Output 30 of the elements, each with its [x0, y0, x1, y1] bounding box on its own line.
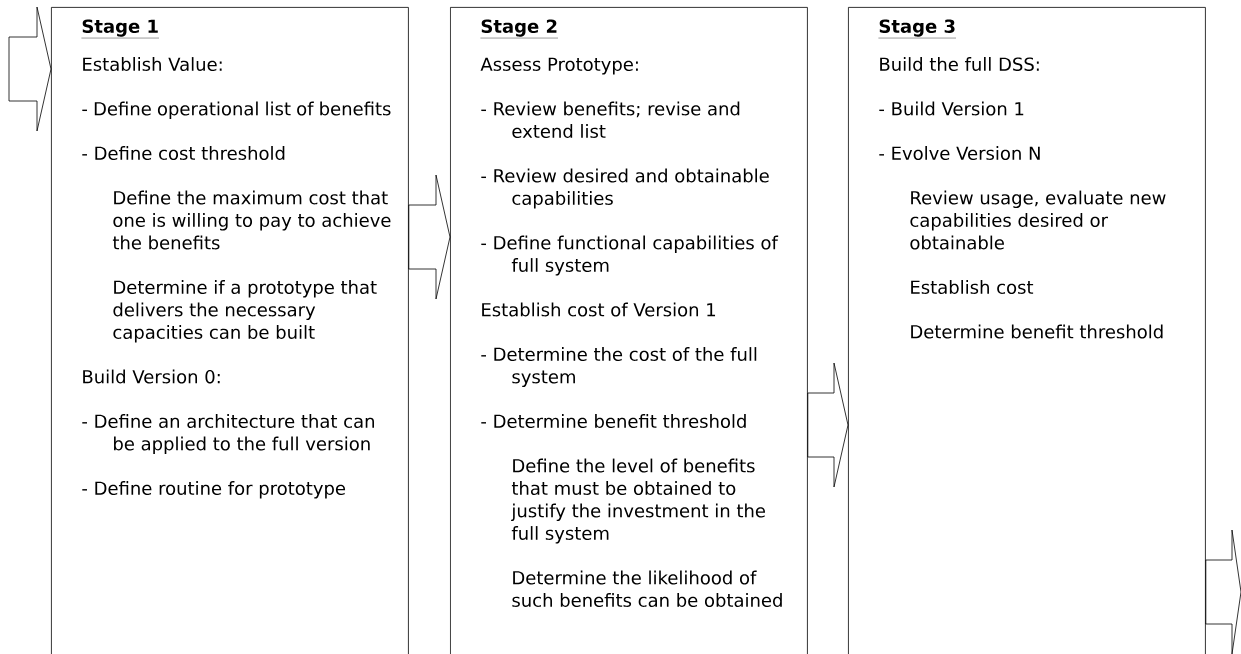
block-arrow [1205, 529, 1241, 654]
step-text: - Review desired and obtainable capabilities [481, 168, 769, 209]
step-text: - Define functional capabilities of full system [481, 235, 779, 276]
step-text: - Define routine for prototype [82, 481, 346, 499]
stage-box [51, 7, 409, 654]
step-text: Review usage, evaluate new capabilities desired or obtainable [910, 190, 1166, 250]
step-text: Define the level of benefits that must be obtained to justify the investment in the full system [511, 458, 765, 544]
step-text: Establish cost [911, 280, 1034, 294]
step-text: Determine if a prototype that delivers the necessary capacities can be built [113, 280, 377, 343]
step-text: Build Version 0: [83, 369, 220, 384]
stage-heading: Stage 3 [878, 19, 957, 39]
step-text: - Define cost threshold [82, 146, 285, 160]
step-text: - Define an architecture that can be applied to the full version [82, 414, 374, 454]
stage-box [848, 7, 1206, 654]
step-text: - Build Version 1 [879, 101, 1024, 116]
step-text: Assess Prototype: [480, 57, 638, 75]
step-text: Establish Value: [83, 57, 222, 71]
step-text: - Determine benefit threshold [481, 414, 746, 428]
step-text: Establish cost of Version 1 [482, 302, 716, 317]
step-text: Determine the likelihood of such benefits can be obtained [512, 570, 782, 607]
stage-box [450, 7, 808, 654]
stage-heading: Stage 1 [81, 19, 160, 39]
stage-heading: Stage 2 [480, 19, 559, 39]
step-text: Build the full DSS: [880, 57, 1039, 71]
step-text: - Define operational list of benefits [82, 101, 391, 119]
step-text: - Evolve Version N [879, 146, 1040, 160]
step-text: Determine benefit threshold [911, 324, 1163, 339]
step-text: - Review benefits; revise and extend list [481, 101, 740, 138]
step-text: - Determine the cost of the full system [481, 347, 757, 387]
step-text: Define the maximum cost that one is willing to pay to achieve the benefits [112, 190, 391, 250]
